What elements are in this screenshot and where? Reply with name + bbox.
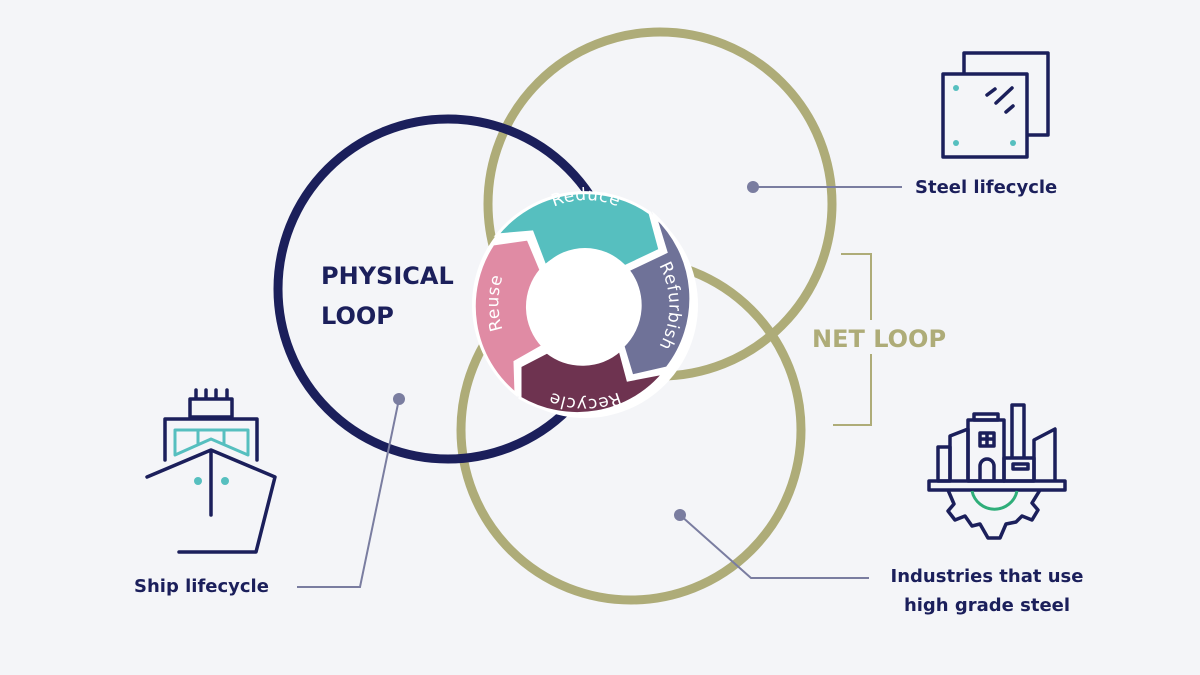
cycle-center — [529, 248, 641, 360]
physical-loop-label-line1: PHYSICAL — [321, 262, 454, 290]
net-loop-bracket — [833, 253, 872, 426]
factory-gear-icon — [927, 403, 1067, 540]
industries-leader — [674, 509, 869, 579]
ship-lifecycle-label: Ship lifecycle — [134, 576, 269, 597]
industries-label-line2: high grade steel — [904, 595, 1070, 616]
steel-leader — [747, 181, 902, 193]
physical-loop-label-line2: LOOP — [321, 302, 394, 330]
cycle-segment-recycle — [518, 347, 668, 416]
steel-plates-icon — [941, 51, 1050, 159]
ship-leader — [297, 393, 405, 588]
cycle-segment-reuse — [472, 237, 546, 398]
cycle-wheel: Reduce Refurbish Recycle Reuse — [472, 185, 698, 418]
cycle-label-reuse: Reuse — [483, 272, 507, 333]
industries-label-line1: Industries that use — [891, 566, 1084, 587]
svg-text:Reuse: Reuse — [483, 272, 507, 333]
steel-lifecycle-label: Steel lifecycle — [915, 177, 1057, 198]
net-loop-label: NET LOOP — [812, 325, 946, 353]
ship-icon — [145, 388, 277, 554]
